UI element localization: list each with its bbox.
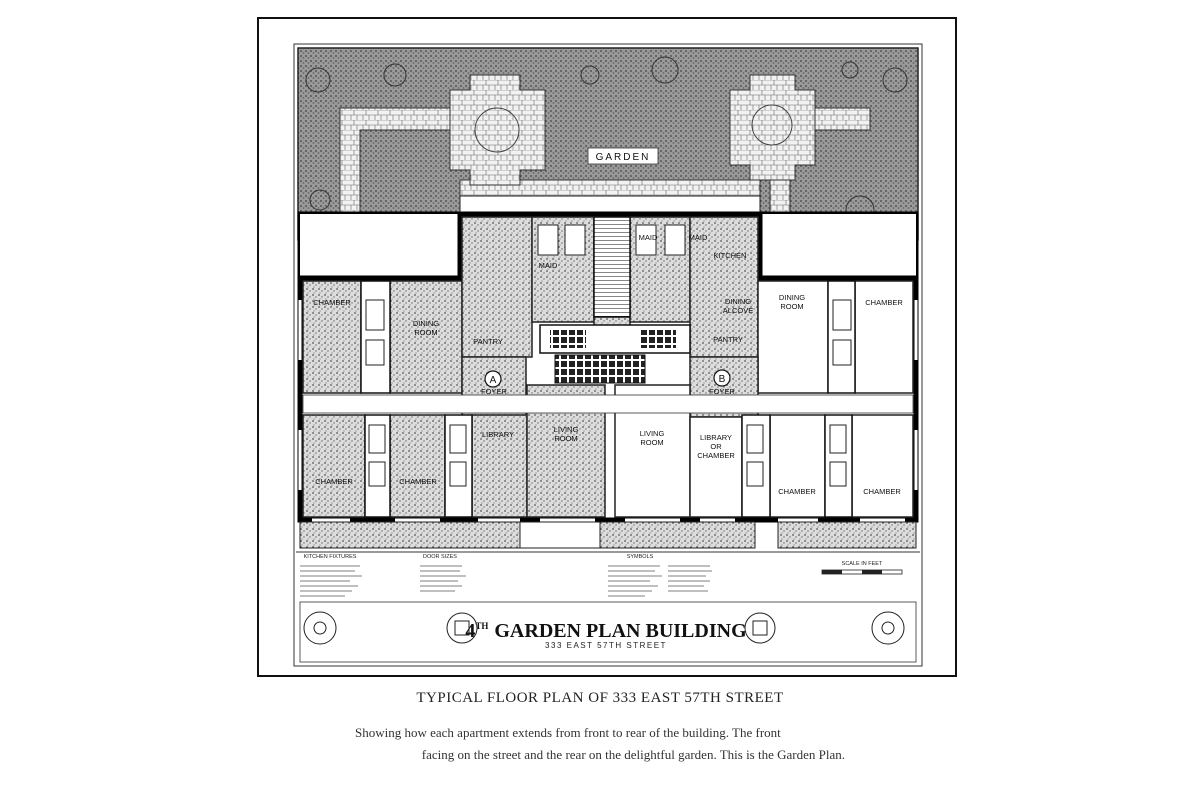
room-label-chamber-e-2: CHAMBER	[778, 487, 816, 496]
windows	[298, 300, 918, 522]
room-label-foyer-b: FOYER	[709, 387, 735, 396]
legend-kitchen-header: KITCHEN FIXTURES	[304, 554, 357, 560]
title-block	[299, 601, 917, 663]
title-address: 333 EAST 57TH STREET	[545, 641, 667, 650]
room-label-library-a: LIBRARY	[482, 430, 514, 439]
foyer-b-marker-letter: B	[719, 374, 726, 385]
room-label-chamber-e-1: CHAMBER	[865, 298, 903, 307]
bath-fixtures	[365, 224, 852, 487]
room-label-kitchen-b: KITCHEN	[714, 251, 747, 260]
legend-scale-header: SCALE IN FEET	[842, 561, 883, 567]
room-label-pantry-a: PANTRY	[473, 337, 503, 346]
tiled-corridor	[554, 354, 646, 384]
caption-line-1: Showing how each apartment extends from …	[355, 725, 781, 740]
room-label-chamber-e-3: CHAMBER	[863, 487, 901, 496]
garden-trees	[305, 56, 908, 225]
foyer-a-marker	[484, 370, 502, 388]
caption-title: TYPICAL FLOOR PLAN OF 333 EAST 57TH STRE…	[416, 690, 784, 706]
legend-door-header: DOOR SIZES	[423, 554, 457, 560]
garden-beds	[449, 74, 816, 186]
decorative-rosettes	[303, 611, 905, 645]
room-label-maid-3: MAID	[689, 233, 708, 242]
foyer-a-marker-letter: A	[490, 375, 497, 386]
room-label-maid-2: MAID	[639, 233, 658, 242]
room-label-chamber-w-1: CHAMBER	[313, 298, 351, 307]
room-label-chamber-w-3: CHAMBER	[399, 477, 437, 486]
legend-lines	[300, 565, 712, 597]
plan-inner-frame	[293, 43, 923, 667]
garden-label: GARDEN	[596, 152, 651, 163]
foyer-b-marker	[713, 369, 731, 387]
room-label-maid-1: MAID	[539, 261, 558, 270]
room-label-pantry-b: PANTRY	[713, 335, 743, 344]
caption-line-2: facing on the street and the rear on the…	[421, 747, 845, 762]
room-label-chamber-w-2: CHAMBER	[315, 477, 353, 486]
stair	[593, 216, 631, 318]
caption-body: Showing how each apartment extends from …	[355, 722, 845, 766]
room-label-foyer-a: FOYER	[481, 387, 507, 396]
legend-symbols-header: SYMBOLS	[627, 554, 654, 560]
